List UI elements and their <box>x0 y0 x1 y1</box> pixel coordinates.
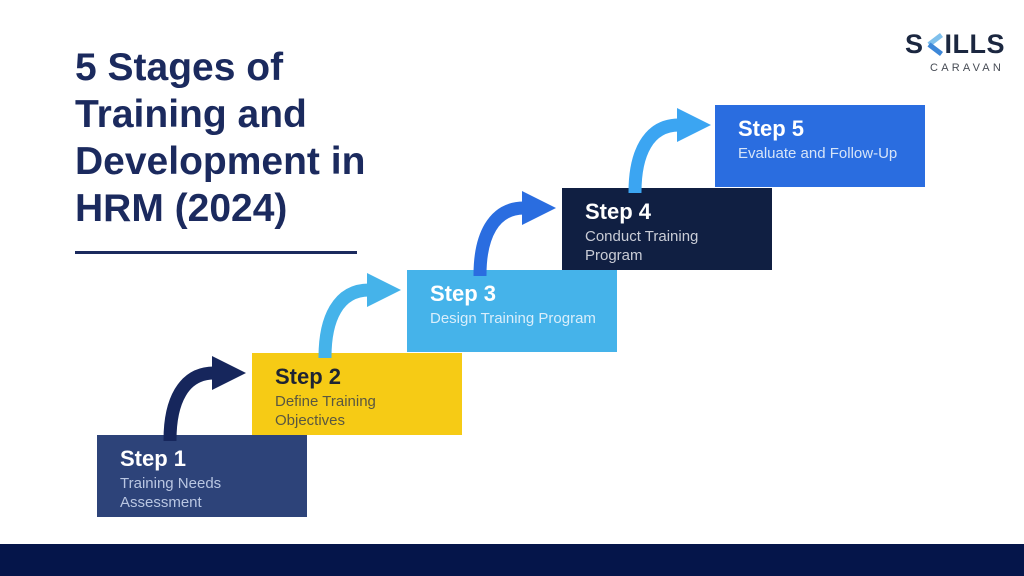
step-5-box: Step 5 Evaluate and Follow-Up <box>715 105 925 187</box>
curved-arrow-icon-4 <box>628 108 711 193</box>
title-underline <box>75 251 357 254</box>
curved-arrow-icon-2 <box>318 273 401 358</box>
step-2-description-line-2: Objectives <box>275 412 346 429</box>
step-2-label: Step 2 <box>275 364 342 389</box>
logo-subbrand-name: CARAVAN <box>930 62 1004 74</box>
step-5-description: Evaluate and Follow-Up <box>738 144 909 163</box>
title-line-1: 5 Stages of <box>75 46 284 89</box>
title-line-3: Development in <box>75 140 366 183</box>
logo-chevron-icon <box>926 33 943 56</box>
logo-text-ills: ILLS <box>944 29 1005 59</box>
step-5-label: Step 5 <box>738 116 805 141</box>
step-3-box: Step 3 Design Training Program <box>407 270 617 352</box>
step-2-box: Step 2 Define Training Objectives <box>252 353 462 435</box>
page-title: 5 Stages of Training and Development in … <box>75 44 435 232</box>
step-4-box: Step 4 Conduct Training Program <box>562 188 772 270</box>
step-5-description-line-1: Evaluate and Follow-Up <box>738 145 898 162</box>
step-3-description: Design Training Program <box>430 309 601 328</box>
skills-caravan-logo: S ILLS CARAVAN <box>890 29 1005 74</box>
curved-arrow-icon-1 <box>163 356 246 441</box>
step-3-label: Step 3 <box>430 281 497 306</box>
step-3-description-line-1: Design Training Program <box>430 310 596 327</box>
step-1-description-line-1: Training Needs <box>120 475 222 492</box>
step-4-label: Step 4 <box>585 199 652 224</box>
curved-arrow-icon-3 <box>473 191 556 276</box>
logo-brand-name: S ILLS <box>890 29 1005 60</box>
step-1-label: Step 1 <box>120 446 187 471</box>
step-4-description-line-1: Conduct Training <box>585 228 699 245</box>
step-2-description: Define Training Objectives <box>275 392 446 430</box>
logo-text-s: S <box>904 29 924 59</box>
footer-bar <box>0 544 1024 576</box>
title-line-2: Training and <box>75 93 307 136</box>
step-2-description-line-1: Define Training <box>275 393 376 410</box>
title-line-4: HRM (2024) <box>75 187 288 230</box>
step-4-description: Conduct Training Program <box>585 227 756 265</box>
step-4-description-line-2: Program <box>585 247 643 264</box>
step-1-description: Training Needs Assessment <box>120 474 291 512</box>
step-1-box: Step 1 Training Needs Assessment <box>97 435 307 517</box>
step-1-description-line-2: Assessment <box>120 494 202 511</box>
